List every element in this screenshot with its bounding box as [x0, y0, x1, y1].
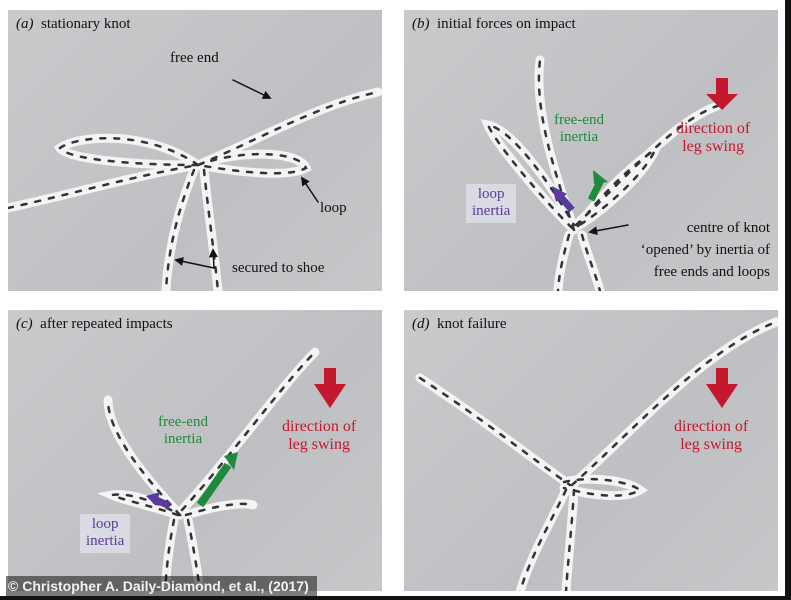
direction-arrow-b: [706, 78, 738, 110]
panel-a-title: (a) stationary knot: [16, 16, 131, 32]
direction-arrow-d: [706, 368, 738, 408]
panel-b-title: (b) initial forces on impact: [412, 16, 576, 32]
free-end-label: free end: [170, 50, 219, 66]
lace-photo-b: [480, 55, 738, 291]
direction-arrow-c: [314, 368, 346, 408]
panel-c-title: (c) after repeated impacts: [16, 316, 173, 332]
lace-photo-d: [415, 317, 778, 591]
panel-a-stationary-knot: (a) stationary knot free end loop secure…: [8, 10, 382, 291]
loop-label: loop: [320, 200, 347, 216]
image-credit: © Christopher A. Daily-Diamond, et al., …: [6, 576, 317, 596]
lace-photo-c: [97, 347, 346, 591]
secured-to-shoe-label: secured to shoe: [232, 260, 325, 276]
lace-photo-a: [8, 79, 382, 291]
panel-d-title: (d) knot failure: [412, 316, 507, 332]
